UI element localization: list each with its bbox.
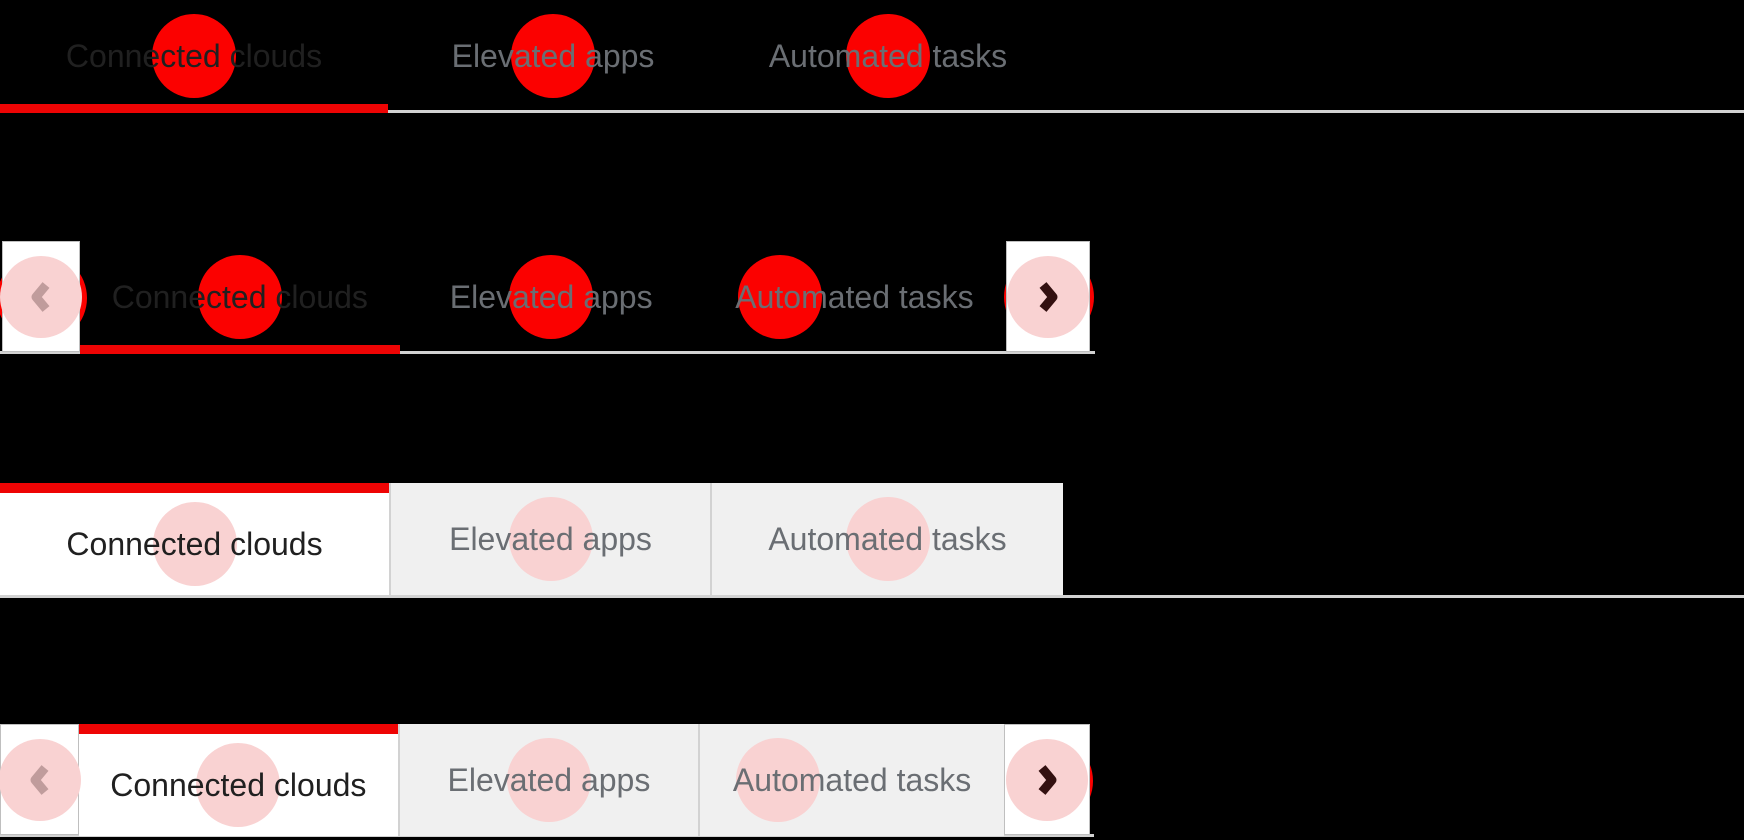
click-indicator-dot: [511, 14, 595, 98]
tab-label: Automated tasks: [768, 37, 1008, 74]
tab-label: Connected clouds: [110, 766, 367, 803]
tab-label: Connected clouds: [66, 525, 323, 562]
tabs-bottom-border: [0, 110, 1744, 113]
angle-right-icon: [1039, 281, 1058, 312]
tab-list: Connected clouds Elevated apps Automated…: [0, 483, 1744, 595]
tab-label: Connected clouds: [65, 37, 323, 74]
tab-elevated-apps[interactable]: Elevated apps: [400, 241, 703, 353]
tab-automated-tasks[interactable]: Automated tasks: [703, 241, 1006, 353]
angle-left-icon: [31, 281, 50, 312]
tab-automated-tasks[interactable]: Automated tasks: [718, 0, 1058, 112]
hover-indicator-dot: [508, 497, 593, 581]
tab-connected-clouds[interactable]: Connected clouds: [0, 0, 388, 113]
tab-list: Connected clouds Elevated apps Automated…: [80, 241, 1006, 354]
scroll-left-button[interactable]: [0, 724, 81, 835]
hover-indicator-dot: [506, 738, 591, 822]
tab-automated-tasks[interactable]: Automated tasks: [710, 483, 1063, 595]
tab-connected-clouds[interactable]: Connected clouds: [80, 241, 400, 354]
tab-connected-clouds[interactable]: Connected clouds: [0, 483, 389, 595]
active-tab-underline: [0, 104, 388, 113]
angle-right-icon: [1038, 764, 1057, 795]
scroll-right-button[interactable]: [1004, 724, 1090, 835]
click-indicator-dot: [152, 14, 236, 98]
tabs-scroll-viewport: Connected clouds Elevated apps Automated…: [79, 724, 1004, 840]
tab-label: Automated tasks: [768, 520, 1007, 557]
tab-label: Elevated apps: [449, 520, 652, 557]
tab-label: Automated tasks: [735, 278, 974, 315]
tab-automated-tasks[interactable]: Automated tasks: [698, 724, 1004, 836]
tabs-bottom-border: [0, 595, 1744, 598]
tab-label: Elevated apps: [447, 761, 651, 798]
box-tabs-row: Connected clouds Elevated apps Automated…: [0, 483, 1744, 599]
hover-indicator-dot: [196, 743, 281, 827]
click-indicator-dot: [509, 255, 594, 339]
click-indicator-dot: [846, 14, 930, 98]
tab-list: Connected clouds Elevated apps Automated…: [79, 724, 1004, 836]
click-indicator-dot: [197, 255, 282, 339]
tab-label: Elevated apps: [449, 278, 653, 315]
tab-connected-clouds[interactable]: Connected clouds: [79, 724, 398, 836]
tabs-bottom-border: [0, 351, 1095, 354]
angle-left-icon: [30, 764, 48, 795]
tab-label: Connected clouds: [111, 278, 368, 315]
underline-scrollable-tabs-row: Connected clouds Elevated apps Automated…: [0, 241, 1095, 358]
click-indicator-dot: [738, 255, 823, 339]
scroll-left-button[interactable]: [0, 241, 82, 352]
tab-elevated-apps[interactable]: Elevated apps: [388, 0, 718, 112]
tab-elevated-apps[interactable]: Elevated apps: [397, 724, 699, 836]
hover-indicator-dot: [152, 502, 237, 586]
active-tab-underline: [80, 345, 400, 354]
box-scrollable-tabs-row: Connected clouds Elevated apps Automated…: [0, 724, 1094, 840]
tabs-scroll-viewport: Connected clouds Elevated apps Automated…: [80, 241, 1006, 354]
tab-label: Elevated apps: [451, 37, 655, 74]
tab-elevated-apps[interactable]: Elevated apps: [389, 483, 710, 595]
tab-label: Automated tasks: [732, 761, 972, 798]
hover-indicator-dot: [736, 738, 821, 822]
underline-tabs-row: Connected clouds Elevated apps Automated…: [0, 0, 1744, 116]
hover-indicator-dot: [845, 497, 930, 581]
tab-list: Connected clouds Elevated apps Automated…: [0, 0, 1744, 113]
scroll-right-button[interactable]: [1006, 241, 1090, 352]
